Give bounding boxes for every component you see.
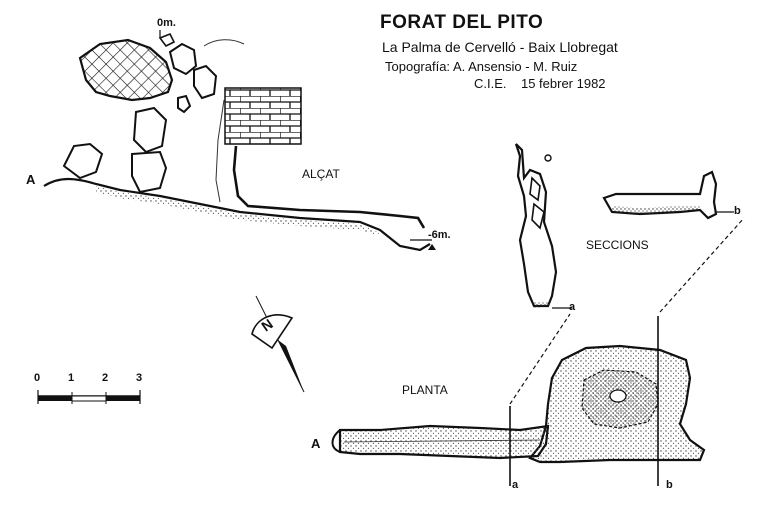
rock-4 [132,106,168,154]
scale-tick-1: 1 [68,372,75,384]
label-section-a-profile: a [569,301,576,313]
passage-floor [43,177,431,252]
label-section-a-plan: a [512,479,519,491]
depth-arrow [428,244,436,250]
rock-7 [158,32,176,48]
block-crosshatched [78,38,174,102]
section-a-base [534,302,552,308]
rock-2 [193,64,218,100]
section-a-inner-2 [531,202,545,230]
scale-bar [37,390,141,404]
rock-6 [62,142,104,180]
passage-outline [232,145,426,229]
north-arrow [251,295,305,393]
ground-outline-top [203,39,245,47]
label-sections: SECCIONS [586,238,649,252]
survey-club: C.I.E. [474,76,507,91]
rock-5 [131,150,168,194]
label-elevation: ALÇAT [302,167,340,181]
passage-left-edge [215,99,225,203]
rock-1 [168,42,198,76]
plan-passage [338,424,550,460]
plan-pit [609,389,627,403]
survey-club-date: C.I.E. 15 febrer 1982 [474,77,606,90]
floor-sediment [96,186,380,236]
label-plan: PLANTA [402,383,448,397]
label-point-a-plan: A [311,436,321,451]
sections-view [514,143,734,309]
section-a-inner-1 [529,176,541,202]
plan-centerline [343,439,541,443]
label-depth-bottom: -6m. [428,229,451,241]
rock-3 [177,94,192,114]
label-point-a-elevation: A [26,172,36,187]
section-a-hole [544,154,552,162]
brick-wall [224,87,302,145]
survey-location: La Palma de Cervelló - Baix Llobregat [382,39,618,55]
survey-date: 15 febrer 1982 [520,76,606,91]
label-section-b-plan: b [666,479,673,491]
plan-view [331,217,745,486]
survey-authors: Topografía: A. Ansensio - M. Ruiz [385,59,578,74]
scale-tick-0: 0 [34,372,41,384]
survey-title: FORAT DEL PITO [380,12,544,33]
label-depth-top: 0m. [157,17,176,29]
label-section-b-profile: b [734,205,741,217]
section-b-floor [612,206,700,214]
plan-passage-entrance [331,429,341,453]
elevation-view [43,30,436,252]
scale-tick-3: 3 [136,372,143,384]
scale-tick-2: 2 [102,372,109,384]
leader-b [659,217,745,313]
